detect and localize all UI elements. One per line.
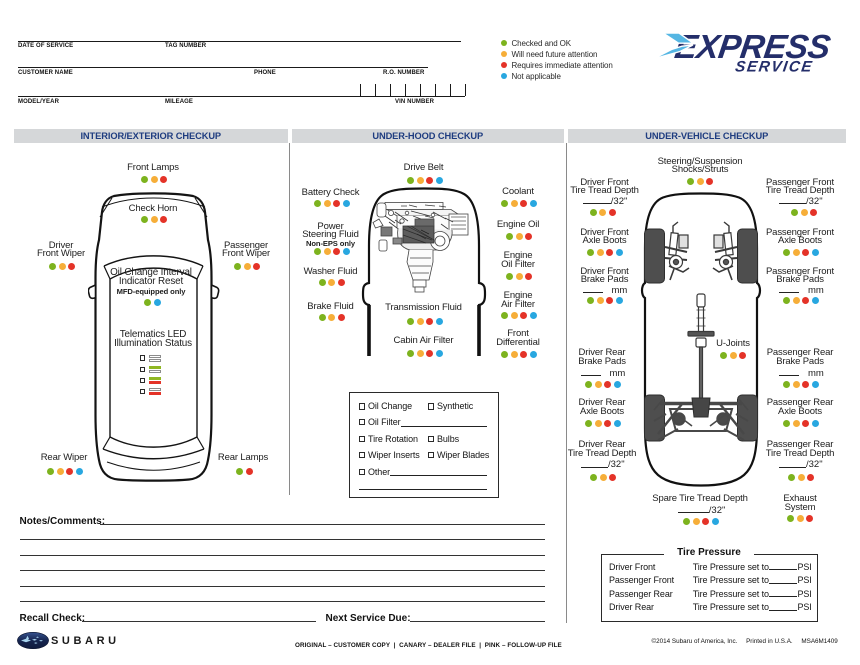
svg-text:EXPRESS: EXPRESS — [672, 29, 833, 66]
svg-text:SERVICE: SERVICE — [734, 59, 814, 76]
